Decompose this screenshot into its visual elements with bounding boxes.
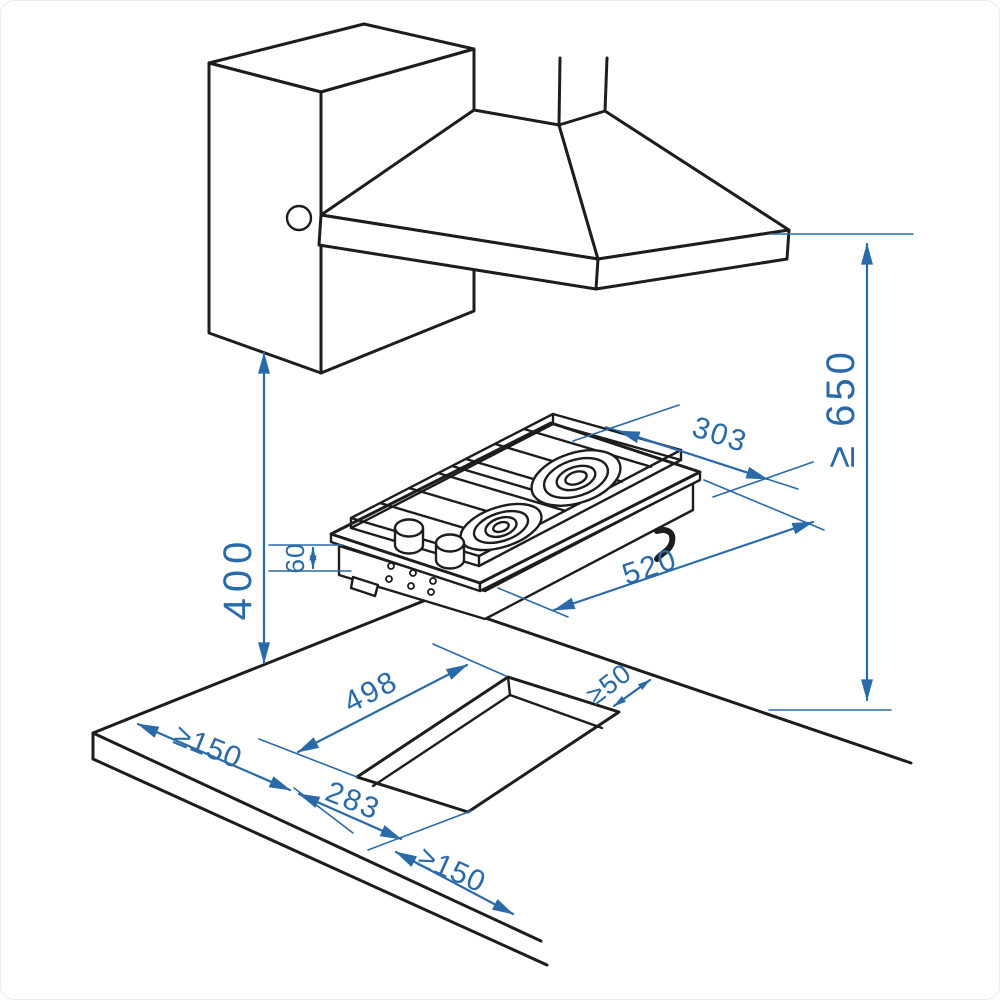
dim-label-303: 303: [688, 411, 752, 460]
body-screws: [385, 562, 437, 596]
dim-label-498: 498: [339, 665, 404, 720]
control-knob-2: [434, 533, 466, 570]
dim-label-150-front: ≥150: [413, 841, 491, 900]
dim-label-520: 520: [618, 542, 682, 591]
dim-label-150-left: ≥150: [169, 718, 247, 775]
dim-cabinet-clearance: 400: [216, 351, 270, 665]
countertop: [91, 596, 913, 967]
dim-label-400: 400: [216, 536, 260, 621]
dim-label-650: ≥ 650: [819, 348, 863, 468]
dim-install-depth: 60: [268, 543, 352, 574]
cabinet-knob: [285, 204, 313, 232]
dim-left-clearance: ≥150: [136, 718, 292, 792]
dim-hob-width: 303: [572, 404, 814, 498]
dim-hood-clearance: ≥ 650: [768, 233, 914, 711]
gas-hob: [329, 412, 702, 621]
dim-label-60: 60: [280, 543, 310, 574]
burner-right: [530, 449, 622, 507]
chimney-duct: [557, 56, 609, 127]
hob-body: [337, 481, 695, 621]
hob-foot: [349, 575, 380, 598]
cooker-hood: [317, 56, 791, 291]
burner-left: [459, 502, 543, 552]
control-knob-1: [393, 518, 425, 555]
